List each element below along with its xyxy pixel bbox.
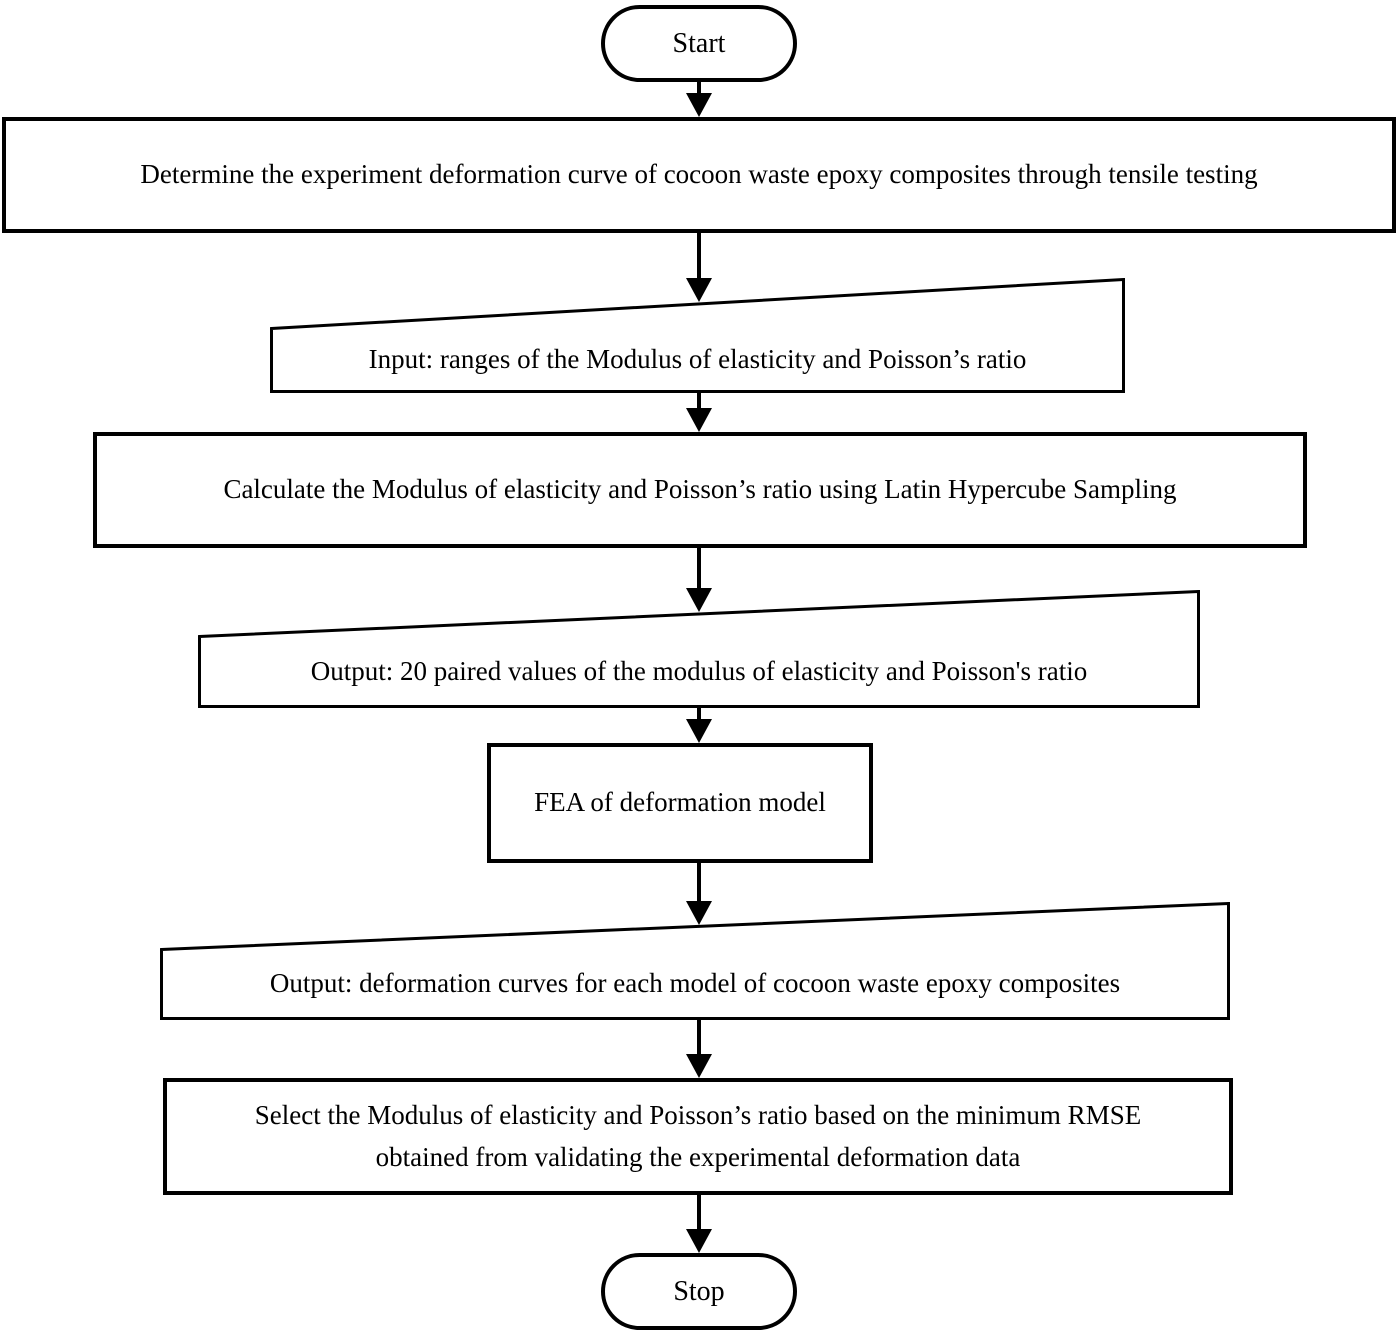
manual-input-shape xyxy=(160,902,1230,1020)
input-ranges-node: Input: ranges of the Modulus of elastici… xyxy=(270,278,1125,393)
manual-input-shape xyxy=(198,590,1200,708)
input-ranges-label: Input: ranges of the Modulus of elastici… xyxy=(368,344,1027,375)
arrow-output2-to-step4 xyxy=(686,1020,712,1078)
process-select-minimum-rmse: Select the Modulus of elasticity and Poi… xyxy=(163,1078,1233,1195)
input-ranges-text-area: Input: ranges of the Modulus of elastici… xyxy=(270,327,1125,393)
output-deformation-curves-label: Output: deformation curves for each mode… xyxy=(269,968,1121,999)
process-select-minimum-rmse-label: Select the Modulus of elasticity and Poi… xyxy=(254,1099,1142,1172)
output-paired-values-label: Output: 20 paired values of the modulus … xyxy=(310,655,1088,686)
arrow-step2-to-output1 xyxy=(686,548,712,612)
process-calculate-lhs-label: Calculate the Modulus of elasticity and … xyxy=(223,474,1177,505)
start-node: Start xyxy=(601,5,797,82)
stop-node: Stop xyxy=(601,1253,797,1330)
output-deformation-curves-node: Output: deformation curves for each mode… xyxy=(160,902,1230,1020)
output-paired-values-node: Output: 20 paired values of the modulus … xyxy=(198,590,1200,708)
process-fea-model: FEA of deformation model xyxy=(487,743,873,863)
process-calculate-lhs: Calculate the Modulus of elasticity and … xyxy=(93,432,1307,548)
arrow-step3-to-output2 xyxy=(686,863,712,925)
arrow-start-to-step1 xyxy=(686,82,712,117)
process-fea-model-label: FEA of deformation model xyxy=(534,787,826,818)
manual-input-shape xyxy=(270,278,1125,393)
arrow-step4-to-stop xyxy=(686,1195,712,1253)
arrow-step1-to-input1 xyxy=(686,233,712,302)
arrow-output1-to-step3 xyxy=(686,708,712,743)
start-label: Start xyxy=(672,28,726,59)
output-paired-values-text-area: Output: 20 paired values of the modulus … xyxy=(198,635,1200,708)
process-determine-curve: Determine the experiment deformation cur… xyxy=(2,117,1396,233)
stop-label: Stop xyxy=(673,1276,725,1307)
process-determine-curve-label: Determine the experiment deformation cur… xyxy=(140,159,1258,190)
arrow-input1-to-step2 xyxy=(686,393,712,432)
output-deformation-curves-text-area: Output: deformation curves for each mode… xyxy=(160,948,1230,1020)
